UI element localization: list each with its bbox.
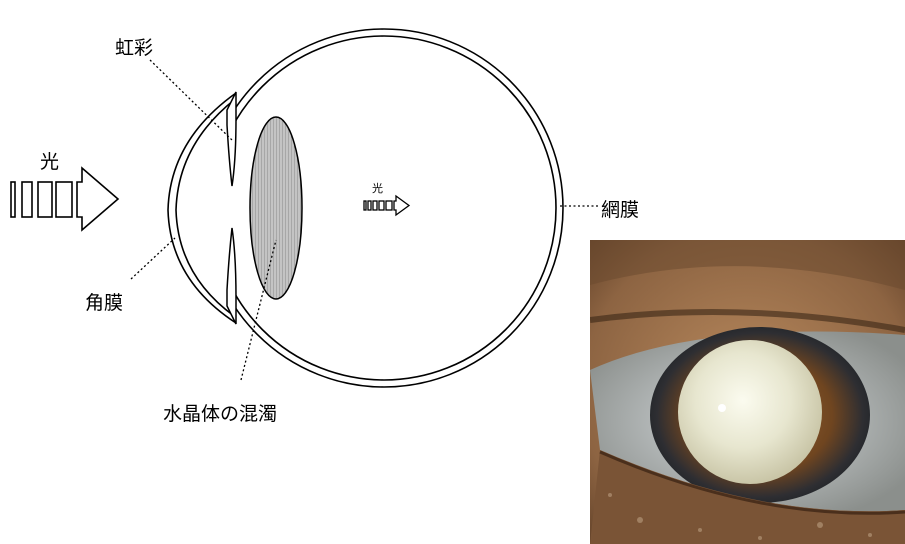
light-label-inside: 光	[372, 181, 383, 195]
retina-label: 網膜	[601, 199, 639, 221]
iris-label: 虹彩	[115, 37, 153, 59]
light-arrow-incoming	[11, 168, 118, 230]
cornea-shape	[168, 93, 236, 323]
lens-opacity	[250, 117, 302, 299]
light-arrow-inside	[364, 196, 409, 215]
lens-opacity-label: 水晶体の混濁	[163, 403, 277, 425]
cornea-label: 角膜	[85, 292, 123, 314]
light-label-incoming: 光	[40, 151, 59, 173]
cornea-leader	[131, 238, 175, 279]
cataract-eye-photo	[590, 240, 905, 544]
